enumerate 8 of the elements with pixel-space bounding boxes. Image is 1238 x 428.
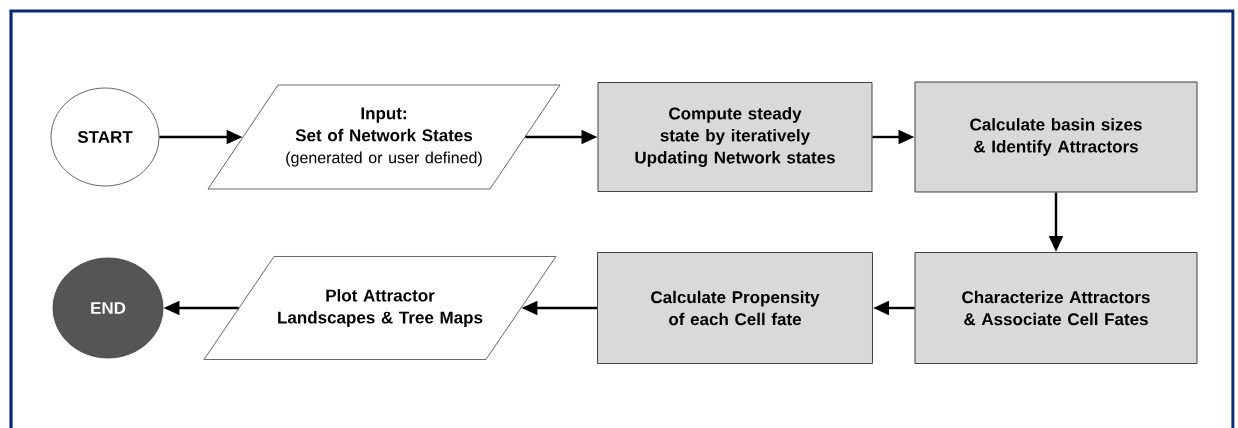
process-box: Compute steady state by iteratively Updating Network states — [597, 82, 873, 192]
process-box: Characterize Attractors & Associate Cell Fates — [914, 252, 1198, 364]
output-parallelogram: Plot Attractor Landscapes & Tree Maps — [203, 256, 557, 360]
process-box: Calculate basin sizes & Identify Attractors — [914, 81, 1198, 193]
end-oval: END — [52, 257, 164, 359]
start-oval: START — [50, 87, 160, 187]
process-box: Calculate Propensity of each Cell fate — [597, 252, 873, 364]
input-parallelogram: Input: Set of Network States (generated or user defined) — [207, 84, 561, 190]
